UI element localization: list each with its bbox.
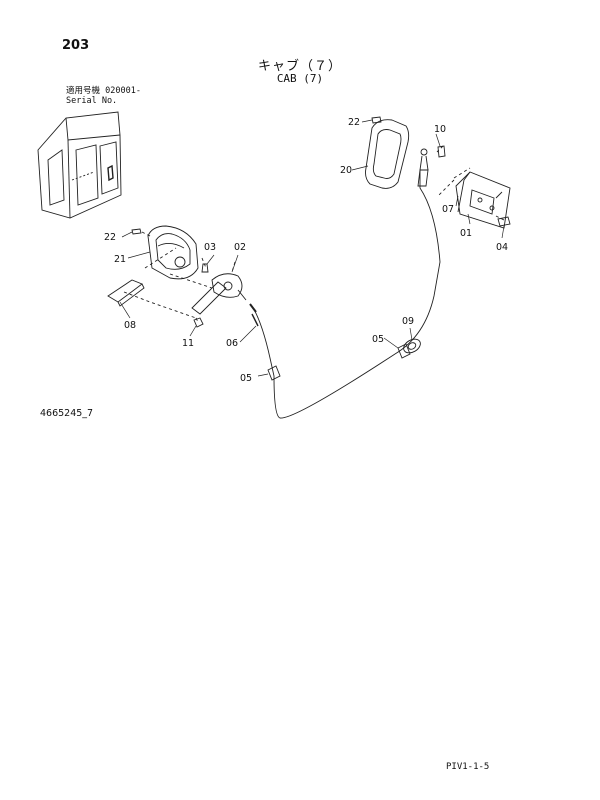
cab-thumbnail bbox=[37, 111, 122, 219]
callout-22-left: 22 bbox=[104, 232, 116, 243]
serial-from: 020001- bbox=[105, 86, 141, 96]
callout-06: 06 bbox=[226, 338, 238, 349]
callout-21: 21 bbox=[114, 254, 126, 265]
callout-22-right: 22 bbox=[348, 117, 360, 128]
grommet-09 bbox=[403, 338, 421, 354]
handle-lever-part bbox=[107, 279, 145, 307]
cable-clip-05-lower bbox=[267, 365, 281, 381]
assembly-guides bbox=[123, 145, 505, 323]
serial-label-en: Serial No. bbox=[66, 96, 118, 106]
callout-02: 02 bbox=[234, 242, 246, 253]
bell-crank-part bbox=[191, 273, 247, 315]
footer-code: PIV1-1-5 bbox=[446, 762, 490, 772]
callout-07: 07 bbox=[442, 204, 454, 215]
screw-22-right bbox=[371, 116, 382, 124]
callout-04: 04 bbox=[496, 242, 508, 253]
control-cable bbox=[251, 170, 441, 419]
lock-unit-part bbox=[455, 171, 511, 229]
callout-20: 20 bbox=[340, 165, 352, 176]
nut-11 bbox=[193, 317, 204, 328]
callout-05-upper: 05 bbox=[372, 334, 384, 345]
recess-plate-part bbox=[365, 119, 410, 189]
page-title-en: CAB (7) bbox=[276, 72, 324, 85]
cable-clip-05-upper bbox=[397, 343, 411, 359]
callout-05-lower: 05 bbox=[240, 373, 252, 384]
callout-03: 03 bbox=[204, 242, 216, 253]
page-title-jp: キャブ（７） bbox=[257, 59, 342, 74]
callout-08: 08 bbox=[124, 320, 136, 331]
bolt-10 bbox=[437, 145, 446, 158]
screw-03 bbox=[201, 263, 209, 273]
handle-bezel-part bbox=[147, 225, 199, 280]
bolt-04 bbox=[497, 216, 511, 227]
callout-09: 09 bbox=[402, 316, 414, 327]
screw-22-left bbox=[131, 228, 142, 235]
page-number: 203 bbox=[62, 38, 90, 53]
callout-labels: 22 21 03 02 08 11 06 05 05 09 20 22 10 0… bbox=[104, 117, 508, 384]
diagram-id: 4665245_7 bbox=[40, 408, 94, 419]
serial-label-jp: 適用号機 bbox=[66, 86, 101, 96]
serial-applicability: 適用号機 020001- Serial No. bbox=[66, 86, 141, 106]
callout-10: 10 bbox=[434, 124, 446, 135]
callout-11: 11 bbox=[182, 338, 194, 349]
callout-01: 01 bbox=[460, 228, 472, 239]
leader-lines bbox=[119, 119, 505, 377]
